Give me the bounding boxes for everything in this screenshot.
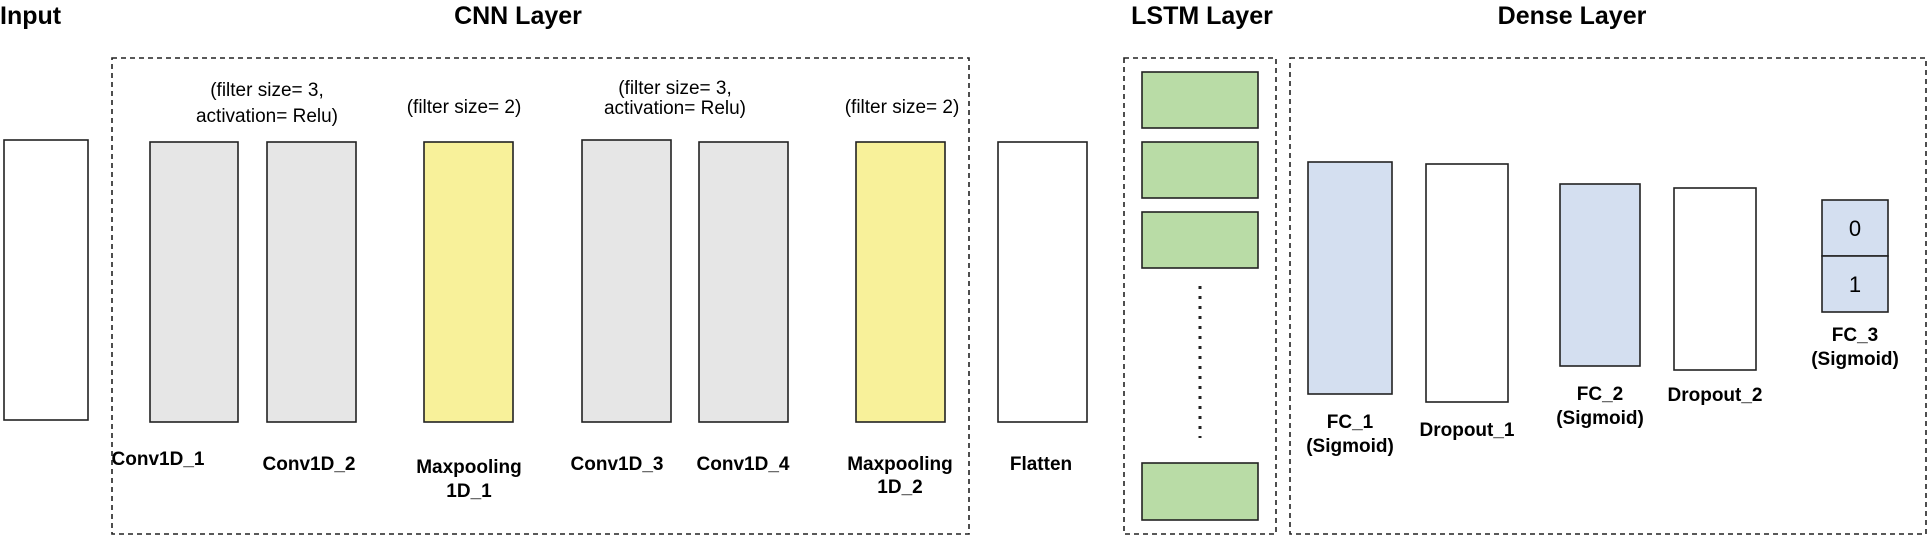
section-title-dense: Dense Layer [1498, 2, 1647, 30]
fc-2-block [1559, 183, 1641, 367]
section-title-lstm: LSTM Layer [1131, 2, 1273, 30]
conv1d-3-block [581, 139, 672, 423]
fc-3-output-1-text: 1 [1849, 272, 1861, 297]
fc-3-output-cell-0 [1821, 199, 1889, 257]
conv1d-4-block [698, 141, 789, 423]
maxpooling-1d-2-block [855, 141, 946, 423]
maxpooling-1d-1-label-line2: 1D_1 [446, 481, 492, 502]
maxpooling-1d-1-block [423, 141, 514, 423]
fc-3-label-line2: (Sigmoid) [1811, 349, 1899, 370]
dense-group-box [1289, 57, 1927, 535]
conv1d-2-label: Conv1D_2 [263, 454, 356, 475]
fc-2-label-line2: (Sigmoid) [1556, 408, 1644, 429]
input-block [3, 139, 89, 421]
conv1d-1-block [149, 141, 239, 423]
conv-params-line2-b: activation= Relu) [604, 98, 746, 119]
maxpooling-1d-1-label-line1: Maxpooling [416, 457, 522, 478]
maxpooling-1d-2-label-line2: 1D_2 [877, 477, 922, 498]
flatten-block [997, 141, 1088, 423]
conv1d-3-label: Conv1D_3 [571, 454, 664, 475]
dropout-2-block [1673, 187, 1757, 371]
lstm-cell [1141, 71, 1259, 129]
maxpooling-1d-2-label-line1: Maxpooling [847, 454, 953, 475]
conv-params-line1-a: (filter size= 3, [210, 80, 324, 101]
fc-1-label-line2: (Sigmoid) [1306, 436, 1394, 457]
fc-3-label-line1: FC_3 [1832, 325, 1878, 346]
lstm-group-box [1123, 57, 1277, 535]
dropout-1-block [1425, 163, 1509, 403]
section-title-cnn: CNN Layer [454, 2, 582, 30]
cnn-group-box [111, 57, 970, 535]
conv-params-line1-b: (filter size= 3, [618, 78, 732, 99]
conv1d-4-label: Conv1D_4 [697, 454, 790, 475]
dropout-1-label: Dropout_1 [1420, 420, 1515, 441]
conv1d-1-label: Conv1D_1 [112, 449, 205, 470]
fc-1-label-line1: FC_1 [1327, 412, 1374, 433]
fc-3-output-0-text: 0 [1849, 216, 1861, 241]
lstm-cell [1141, 211, 1259, 269]
lstm-cell [1141, 462, 1259, 521]
section-title-input: Input [0, 2, 62, 30]
fc-3-output-cell-1 [1821, 255, 1889, 313]
pool-params-a: (filter size= 2) [407, 97, 522, 118]
fc-1-block [1307, 161, 1393, 395]
conv1d-2-block [266, 141, 357, 423]
conv-params-line2-a: activation= Relu) [196, 106, 338, 127]
fc-2-label-line1: FC_2 [1577, 384, 1623, 405]
flatten-label: Flatten [1010, 454, 1072, 475]
dropout-2-label: Dropout_2 [1668, 385, 1763, 406]
lstm-cell [1141, 141, 1259, 199]
pool-params-b: (filter size= 2) [845, 97, 960, 118]
